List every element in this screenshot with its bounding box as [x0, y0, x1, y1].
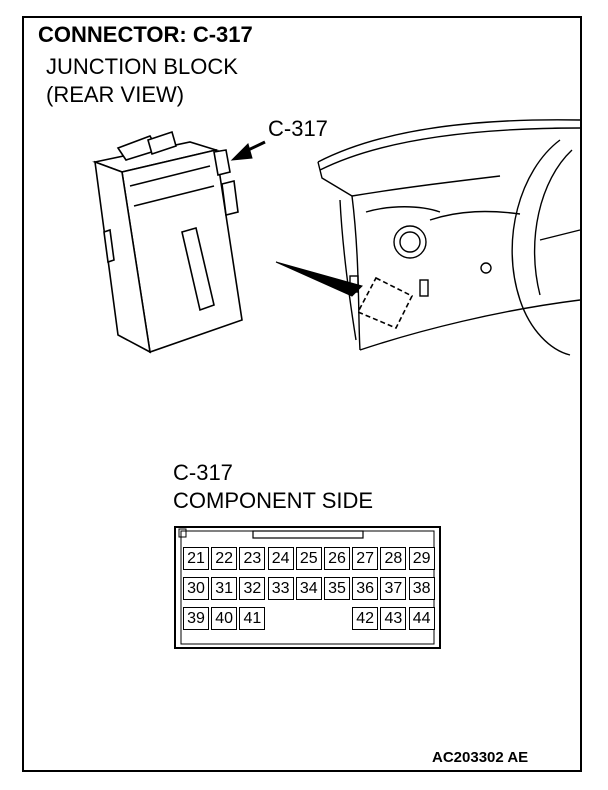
connector-pin: 34 — [295, 577, 322, 600]
connector-pin: 44 — [408, 607, 435, 630]
connector-pin: 38 — [408, 577, 435, 600]
connector-pin: 27 — [352, 547, 379, 570]
junction-block-label: JUNCTION BLOCK — [46, 54, 238, 79]
connector-pin: 23 — [239, 547, 266, 570]
connector-callout-label: C-317 — [268, 116, 328, 141]
connector-pin: 36 — [352, 577, 379, 600]
dashboard-drawing — [317, 119, 581, 356]
connector-pin: 30 — [183, 577, 209, 600]
connector-pin: 33 — [267, 577, 294, 600]
connector-pin: 31 — [211, 577, 238, 600]
location-arrow — [275, 261, 363, 297]
component-side-label: COMPONENT SIDE — [173, 488, 374, 513]
figure-code: AC203302 AE — [432, 749, 529, 766]
connector-pin: 25 — [295, 547, 322, 570]
connector-pin: 42 — [352, 607, 379, 630]
connector-pin: 28 — [380, 547, 407, 570]
diagram-title: CONNECTOR: C-317 — [38, 22, 253, 47]
rear-view-label: (REAR VIEW) — [46, 82, 185, 107]
connector-pin: 43 — [380, 607, 407, 630]
connector-pin: 26 — [324, 547, 350, 570]
diagram-frame — [22, 16, 582, 772]
callout-arrow — [230, 140, 266, 161]
connector-pin: 37 — [380, 577, 407, 600]
connector-pin: 35 — [324, 577, 350, 600]
connector-pin: 40 — [211, 607, 238, 630]
connector-pin: 24 — [267, 547, 294, 570]
connector-pin: 41 — [239, 607, 266, 630]
connector-pin: 39 — [183, 607, 209, 630]
connector-id-label: C-317 — [173, 460, 233, 485]
junction-block-drawing — [92, 130, 243, 354]
connector-pin: 22 — [211, 547, 238, 570]
connector-pin: 32 — [239, 577, 266, 600]
connector-pin: 29 — [408, 547, 435, 570]
connector-pin: 21 — [183, 547, 209, 570]
location-highlight — [356, 276, 414, 330]
